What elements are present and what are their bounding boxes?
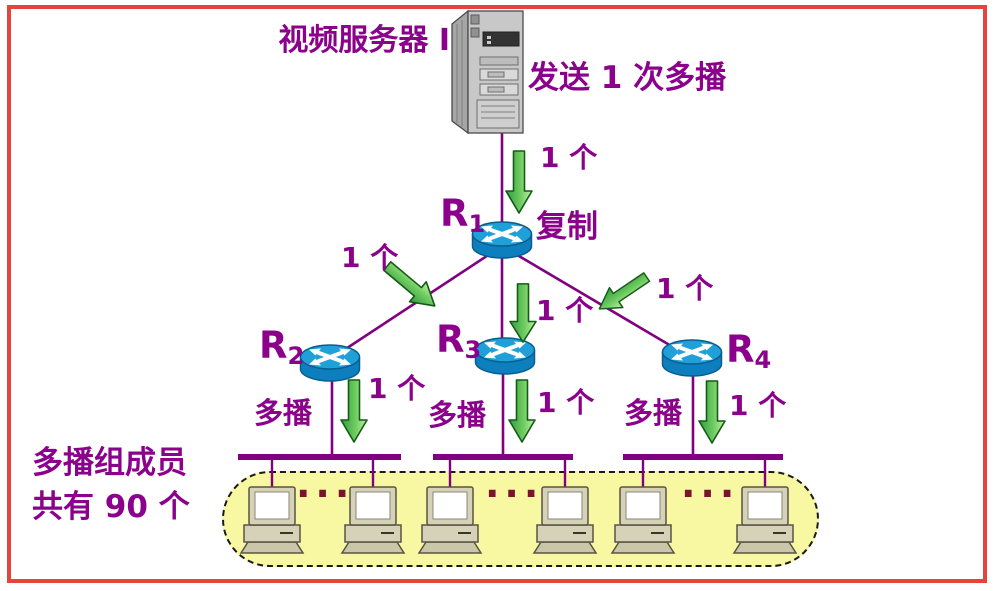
desktop-computer-icon-5 [611, 486, 675, 554]
multicast-label-right: 多播 [624, 396, 683, 430]
multicast-group-lan-box [222, 471, 819, 567]
router-label-sub: 2 [287, 342, 305, 370]
packet-count-label-top: 1 个 [540, 141, 598, 174]
ellipsis-right: ... [681, 461, 740, 506]
multicast-label-left: 多播 [254, 396, 313, 430]
group-members-line1: 多播组成员 [32, 445, 187, 481]
desktop-computer-icon-1 [240, 486, 304, 554]
router-label-sub: 3 [464, 336, 482, 364]
router-label-sub: 1 [468, 210, 486, 238]
packet-count-label-lan-right: 1 个 [729, 389, 787, 422]
router-label-base: R [259, 324, 288, 367]
router-icon-r3 [473, 336, 537, 376]
router-label-r3: R3 [436, 318, 482, 364]
group-members-label: 多播组成员 共有 90 个 [32, 441, 190, 529]
multicast-label-mid: 多播 [428, 398, 487, 432]
ellipsis-left: ... [296, 461, 355, 506]
green-down-arrow-icon-right-branch [591, 266, 655, 320]
desktop-computer-icon-6 [733, 486, 797, 554]
group-members-line2: 共有 90 个 [32, 489, 190, 526]
red-border-frame [7, 5, 987, 583]
router-label-r4: R4 [726, 328, 772, 374]
replicate-label: 复制 [536, 209, 598, 245]
server-label: 视频服务器 I [278, 23, 450, 58]
router-label-base: R [726, 328, 755, 371]
server-tower-icon [451, 9, 524, 135]
router-label-r1: R1 [440, 192, 486, 238]
packet-count-label-lan-mid: 1 个 [537, 386, 595, 419]
packet-count-label-left-branch: 1 个 [341, 241, 399, 274]
link-r1-r4 [501, 244, 679, 352]
green-down-arrow-icon-lan-mid [508, 379, 536, 443]
router-label-base: R [440, 192, 469, 235]
desktop-computer-icon-3 [418, 486, 482, 554]
packet-count-label-lan-left: 1 个 [368, 372, 426, 405]
green-down-arrow-icon-lan-left [340, 379, 368, 443]
router-label-sub: 4 [754, 346, 772, 374]
router-label-base: R [436, 318, 465, 361]
green-down-arrow-icon-mid-branch [509, 283, 537, 343]
packet-count-label-right-branch: 1 个 [656, 272, 714, 305]
send-once-label: 发送 1 次多播 [528, 60, 727, 96]
network-links [330, 131, 695, 458]
router-icon-r4 [660, 338, 724, 378]
router-icon-r2 [298, 343, 362, 383]
host-drop-lines [270, 459, 767, 489]
green-down-arrow-icon-top [505, 150, 533, 214]
packet-count-label-mid-branch: 1 个 [536, 294, 594, 327]
ellipsis-mid: ... [485, 461, 544, 506]
green-down-arrow-icon-lan-right [698, 380, 726, 444]
router-label-r2: R2 [259, 324, 305, 370]
